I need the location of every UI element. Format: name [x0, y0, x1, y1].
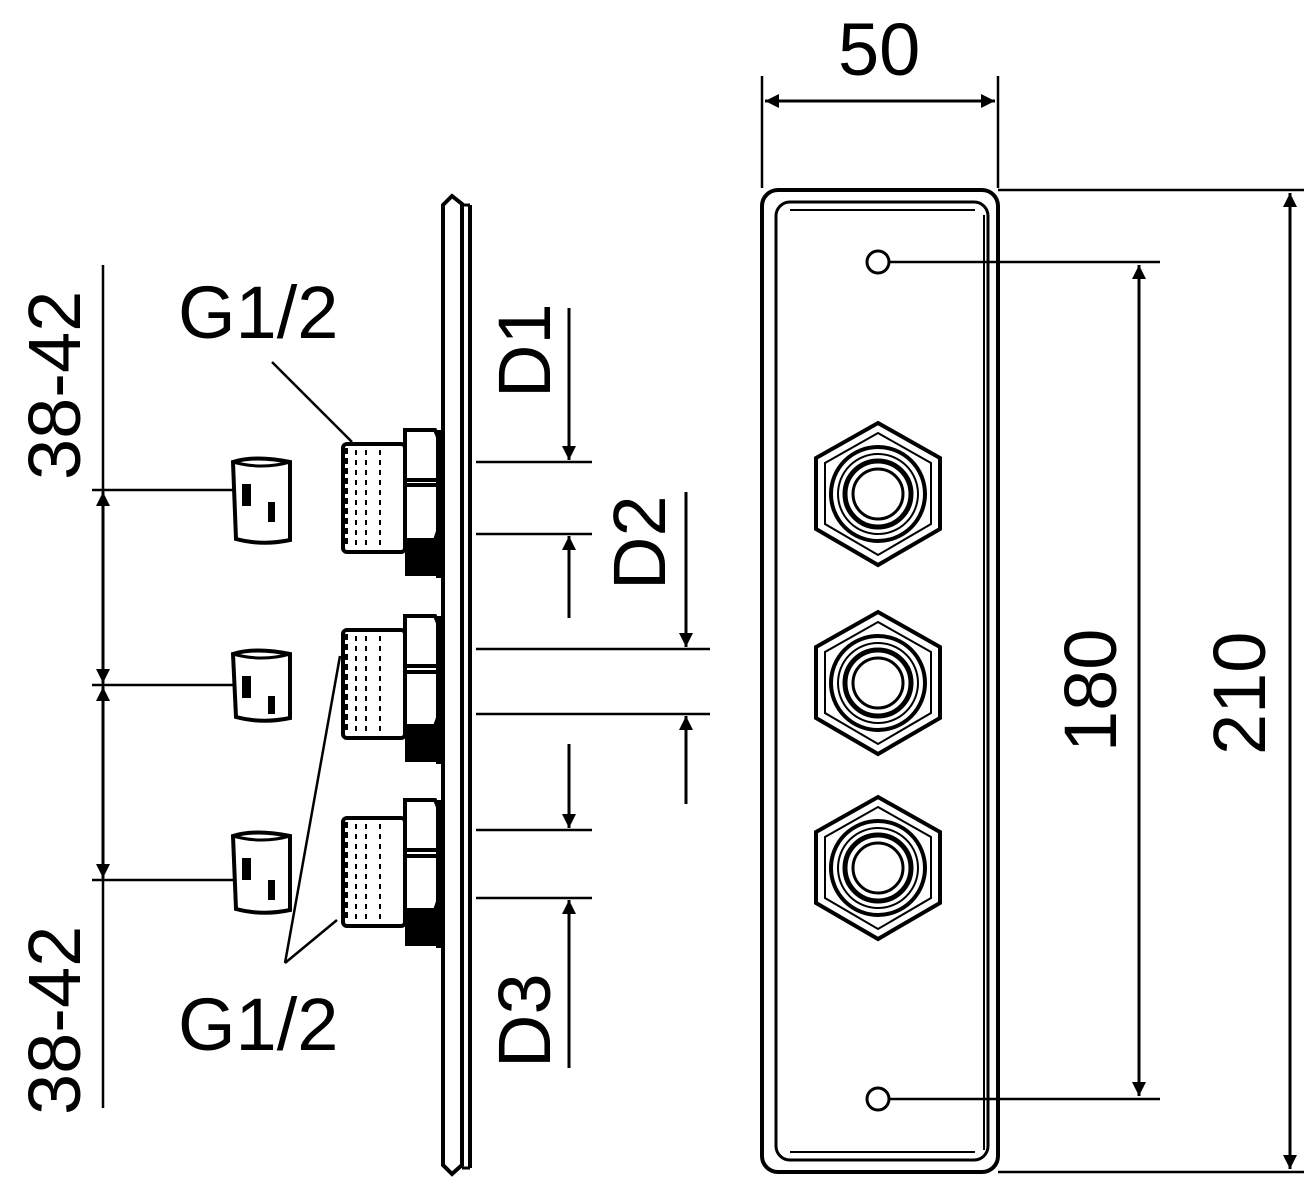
dim-label-d3: D3: [483, 973, 566, 1068]
thread-label-bottom: G1/2: [178, 983, 338, 1066]
width-label: 50: [838, 8, 920, 91]
front-view: [760, 76, 1304, 1174]
dim-label-d2: D2: [598, 495, 681, 590]
leader-bottom-a: [283, 655, 342, 964]
height-label: 210: [1198, 632, 1281, 755]
mounting-hole-bottom: [865, 1086, 891, 1112]
connector-2: [230, 614, 444, 764]
spacing-label-top: 38-42: [13, 291, 96, 480]
spacing-label-bottom: 38-42: [13, 926, 96, 1115]
mounting-hole-top: [865, 249, 891, 275]
dim-label-d1: D1: [483, 303, 566, 398]
cover-plate-inner: [774, 200, 990, 1162]
hole-spacing-label: 180: [1049, 629, 1132, 752]
connector-1: [230, 428, 444, 578]
hex-fitting-2: [814, 609, 942, 757]
side-view: [92, 193, 710, 1177]
leader-top: [271, 361, 353, 443]
thread-label-top: G1/2: [178, 271, 338, 354]
hex-fitting-1: [814, 420, 942, 568]
hex-fitting-3: [814, 794, 942, 942]
leader-bottom-b: [284, 919, 338, 964]
connector-3: [230, 798, 444, 948]
cover-plate: [760, 188, 1000, 1174]
wall-plate-edge: [441, 193, 472, 1177]
